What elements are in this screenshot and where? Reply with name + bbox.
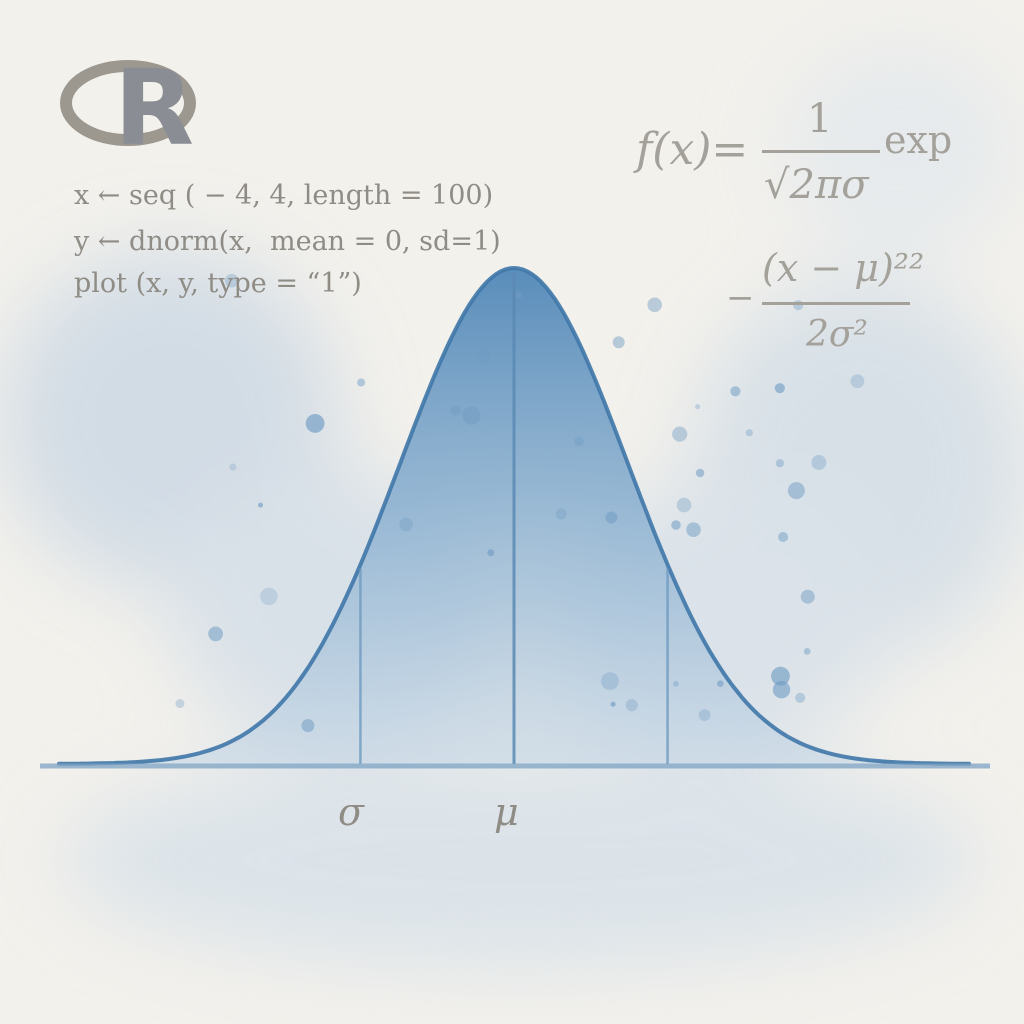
splatter-dot: [673, 680, 679, 687]
splatter-dot: [771, 666, 790, 686]
splatter-dot: [258, 502, 263, 508]
splatter-dot: [612, 336, 625, 349]
splatter-dot: [795, 692, 806, 703]
splatter-dot: [745, 429, 753, 437]
fraction-bar: [762, 150, 880, 153]
splatter-dot: [555, 508, 567, 520]
splatter-dot: [605, 511, 618, 524]
formula-exp: exp: [884, 118, 953, 162]
splatter-dot: [208, 626, 224, 642]
splatter-dot: [647, 297, 662, 313]
splatter-dot: [787, 482, 805, 500]
mu-label: μ: [494, 790, 519, 834]
splatter-dot: [676, 497, 692, 513]
splatter-dot: [850, 374, 865, 389]
code-line: x ← seq ( − 4, 4, length = 100): [74, 180, 494, 211]
splatter-dot: [574, 436, 584, 447]
exponent-denominator: 2σ²: [806, 314, 868, 355]
splatter-dot: [357, 378, 366, 387]
formula-numerator: 1: [807, 96, 833, 142]
formula-lhs: f(x)=: [636, 124, 749, 175]
splatter-dot: [399, 517, 413, 532]
splatter-dot: [625, 699, 638, 712]
splatter-dot: [672, 426, 688, 442]
code-line: plot (x, y, type = “1”): [74, 268, 362, 299]
splatter-dot: [800, 589, 815, 604]
splatter-dot: [778, 532, 789, 542]
exponent-fraction-bar: [762, 302, 910, 305]
splatter-dot: [695, 404, 701, 410]
splatter-dot: [175, 699, 185, 709]
paint-splatters: [175, 273, 865, 733]
splatter-dot: [450, 405, 461, 416]
formula-denominator: √2πσ: [764, 162, 869, 208]
splatter-dot: [610, 701, 616, 707]
splatter-dot: [305, 414, 325, 433]
splatter-dot: [260, 587, 278, 606]
splatter-dot: [224, 273, 239, 288]
r-logo-letter: R: [114, 47, 195, 169]
code-line: y ← dnorm(x, mean = 0, sd=1): [74, 226, 501, 257]
splatter-dot: [730, 386, 741, 397]
splatter-dot: [671, 520, 681, 530]
r-logo-icon: [60, 60, 196, 146]
splatter-dot: [698, 709, 711, 721]
splatter-dot: [462, 406, 481, 425]
splatter-dot: [487, 549, 495, 557]
sigma-label: σ: [338, 790, 364, 834]
splatter-dot: [476, 349, 491, 364]
splatter-dot: [601, 672, 619, 691]
splatter-dot: [229, 463, 237, 471]
splatter-dot: [811, 455, 827, 470]
splatter-dot: [775, 459, 785, 468]
splatter-dot: [686, 522, 701, 537]
splatter-dot: [695, 468, 705, 478]
exponent-numerator: (x − μ)²²: [762, 246, 925, 290]
splatter-dot: [515, 291, 523, 299]
splatter-dot: [772, 681, 791, 699]
bell-curve-line: [57, 266, 971, 766]
splatter-dot: [301, 719, 315, 733]
splatter-dot: [774, 383, 785, 394]
r-logo: R: [114, 56, 204, 166]
exponent-minus: −: [726, 278, 755, 318]
splatter-dot: [717, 680, 724, 687]
splatter-dot: [803, 648, 811, 655]
